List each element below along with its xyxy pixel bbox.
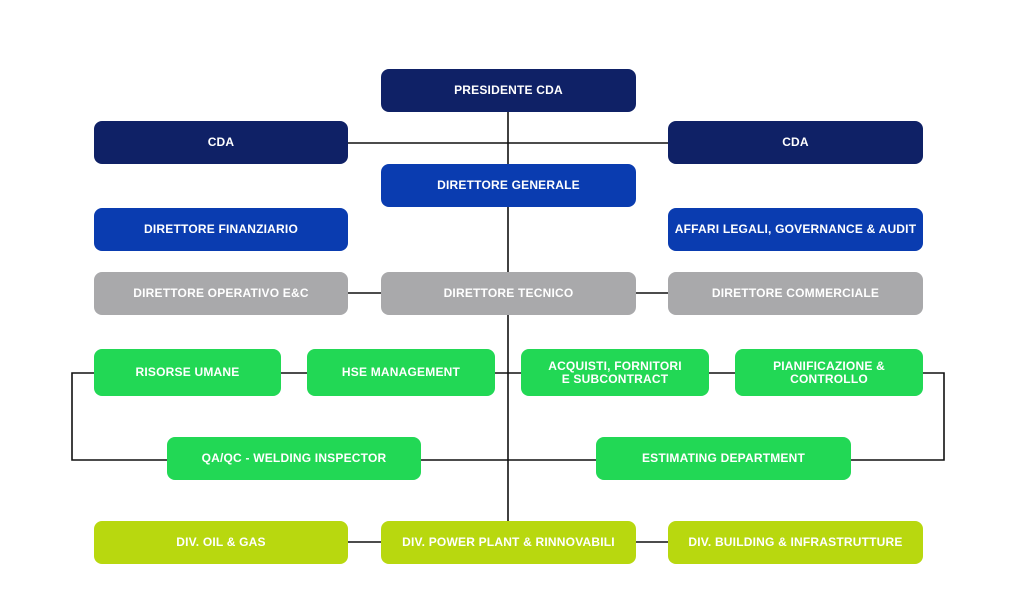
direttore-generale-label: DIRETTORE GENERALE (437, 178, 580, 192)
presidente-cda-box: PRESIDENTE CDA (381, 69, 636, 112)
presidente-cda-label: PRESIDENTE CDA (454, 83, 563, 97)
div-oil-gas-box: DIV. OIL & GAS (94, 521, 348, 564)
direttore-tecnico-label: DIRETTORE TECNICO (443, 286, 574, 300)
div-power-plant-label: DIV. POWER PLANT & RINNOVABILI (402, 535, 615, 549)
direttore-commerciale-box: DIRETTORE COMMERCIALE (668, 272, 923, 315)
direttore-operativo-label: DIRETTORE OPERATIVO E&C (133, 286, 309, 300)
right-bracket-connector (850, 372, 945, 461)
pianificazione-label: PIANIFICAZIONE & CONTROLLO (773, 358, 885, 386)
pianificazione-box: PIANIFICAZIONE & CONTROLLO (735, 349, 923, 396)
affari-legali-box: AFFARI LEGALI, GOVERNANCE & AUDIT (668, 208, 923, 251)
hse-management-label: HSE MANAGEMENT (341, 365, 461, 379)
div-building-label: DIV. BUILDING & INFRASTRUTTURE (688, 535, 903, 549)
estimating-label: ESTIMATING DEPARTMENT (641, 451, 806, 465)
direttore-finanziario-box: DIRETTORE FINANZIARIO (94, 208, 348, 251)
cda-left-box: CDA (94, 121, 348, 164)
cda-left-label: CDA (207, 135, 235, 149)
affari-legali-label: AFFARI LEGALI, GOVERNANCE & AUDIT (674, 222, 917, 236)
cda-right-label: CDA (782, 135, 809, 149)
acquisti-label: ACQUISTI, FORNITORI E SUBCONTRACT (548, 358, 682, 386)
qaqc-box: QA/QC - WELDING INSPECTOR (167, 437, 421, 480)
hse-management-box: HSE MANAGEMENT (307, 349, 495, 396)
left-bracket-connector (71, 372, 168, 461)
div-oil-gas-label: DIV. OIL & GAS (176, 535, 266, 549)
risorse-umane-label: RISORSE UMANE (135, 365, 240, 379)
div-power-plant-box: DIV. POWER PLANT & RINNOVABILI (381, 521, 636, 564)
estimating-box: ESTIMATING DEPARTMENT (596, 437, 851, 480)
div-building-box: DIV. BUILDING & INFRASTRUTTURE (668, 521, 923, 564)
cda-right-box: CDA (668, 121, 923, 164)
acquisti-box: ACQUISTI, FORNITORI E SUBCONTRACT (521, 349, 709, 396)
qaqc-label: QA/QC - WELDING INSPECTOR (201, 451, 387, 465)
direttore-generale-box: DIRETTORE GENERALE (381, 164, 636, 207)
risorse-umane-box: RISORSE UMANE (94, 349, 281, 396)
direttore-operativo-box: DIRETTORE OPERATIVO E&C (94, 272, 348, 315)
direttore-tecnico-box: DIRETTORE TECNICO (381, 272, 636, 315)
direttore-commerciale-label: DIRETTORE COMMERCIALE (711, 286, 880, 300)
direttore-finanziario-label: DIRETTORE FINANZIARIO (144, 222, 298, 236)
